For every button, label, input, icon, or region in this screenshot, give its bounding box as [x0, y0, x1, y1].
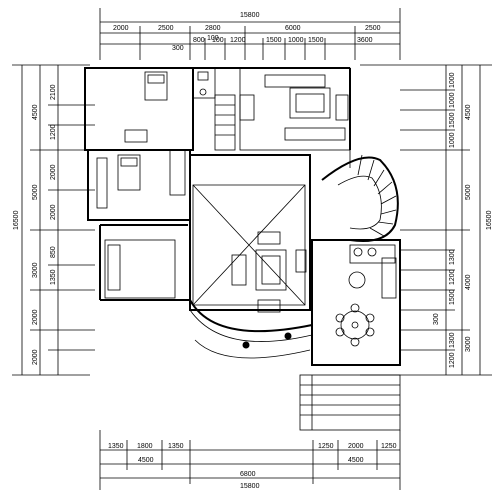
top-row2-label: 800 — [193, 37, 205, 44]
top-row2-label: 300 — [172, 45, 184, 52]
right-inner-label: 1500 — [449, 289, 456, 305]
right-inner-label: 1200 — [449, 352, 456, 368]
right-total-label: 16500 — [486, 210, 493, 230]
desk-top-left — [124, 129, 148, 143]
kitchen-counter — [349, 244, 396, 264]
top-row1-label: 2000 — [113, 25, 129, 32]
garage-walls — [104, 239, 176, 299]
lounge-walls — [239, 67, 351, 151]
straight-stair — [214, 94, 236, 151]
armchair-bottom — [257, 299, 281, 313]
bottom-row1-label: 1800 — [137, 443, 153, 450]
left-total-label: 16500 — [13, 210, 20, 230]
right-inner-label: 1000 — [449, 132, 456, 148]
right-inner-label: 1300 — [449, 249, 456, 265]
left-inner-label: 2000 — [50, 204, 57, 220]
armchair-top — [257, 231, 281, 245]
dining-table — [340, 310, 370, 340]
right-outer-label: 4000 — [465, 274, 472, 290]
top-row2-label: 100 — [207, 35, 219, 42]
lounge-sofa-bottom — [284, 127, 346, 141]
coffee-table — [255, 249, 287, 291]
bottom-total-label: 15800 — [240, 483, 260, 490]
top-total-label: 15800 — [240, 12, 260, 19]
bottom-row2-label: 6800 — [240, 471, 256, 478]
top-row2-label: 1200 — [230, 37, 246, 44]
right-outer-label: 5000 — [465, 184, 472, 200]
bedroom-middle-walls — [87, 149, 191, 221]
bathroom-walls — [192, 67, 216, 99]
bottom-row2-label: 4500 — [348, 457, 364, 464]
top-row2-label: 1500 — [266, 37, 282, 44]
bottom-row1-label: 1250 — [318, 443, 334, 450]
right-inner-label: 1300 — [449, 332, 456, 348]
bottom-row1-label: 2000 — [348, 443, 364, 450]
right-outer-label: 4500 — [465, 104, 472, 120]
kitchen-island — [348, 271, 366, 289]
sofa-left — [231, 254, 247, 286]
spiral-stair — [321, 156, 399, 242]
left-outer-label: 2000 — [32, 349, 39, 365]
bed-middle — [117, 154, 141, 191]
bottom-row2-label: 4500 — [138, 457, 154, 464]
left-outer-label: 4500 — [32, 104, 39, 120]
top-row2-label: 3600 — [357, 37, 373, 44]
left-outer-label: 2000 — [32, 309, 39, 325]
left-inner-label: 2000 — [50, 164, 57, 180]
lounge-rug — [289, 87, 331, 119]
right-outer-label: 3000 — [465, 336, 472, 352]
left-inner-label: 1200 — [50, 124, 57, 140]
top-row1-label: 2500 — [158, 25, 174, 32]
left-outer-label: 5000 — [32, 184, 39, 200]
right-inner-label: 1500 — [449, 112, 456, 128]
bottom-row1-label: 1350 — [108, 443, 124, 450]
bedroom-top-left-walls — [84, 67, 194, 151]
bottom-row1-label: 1250 — [381, 443, 397, 450]
left-inner-label: 2100 — [50, 84, 57, 100]
top-row2-label: 1000 — [288, 37, 304, 44]
left-inner-label: 1350 — [50, 269, 57, 285]
top-row1-label: 2800 — [205, 25, 221, 32]
top-row2-label: 1500 — [308, 37, 324, 44]
right-inner-label: 1000 — [449, 92, 456, 108]
right-small-label: 300 — [433, 313, 440, 325]
left-inner-label: 850 — [50, 246, 57, 258]
top-row1-label: 2500 — [365, 25, 381, 32]
right-inner-label: 1000 — [449, 72, 456, 88]
top-row2-label: 100 — [212, 37, 224, 44]
living-room-walls — [189, 154, 311, 311]
left-outer-label: 3000 — [32, 262, 39, 278]
right-inner-label: 1200 — [449, 269, 456, 285]
lounge-sofa — [264, 74, 326, 88]
bottom-row1-label: 1350 — [168, 443, 184, 450]
top-row1-label: 6000 — [285, 25, 301, 32]
entry-stairs — [299, 374, 401, 431]
bed-top-left — [144, 71, 168, 101]
